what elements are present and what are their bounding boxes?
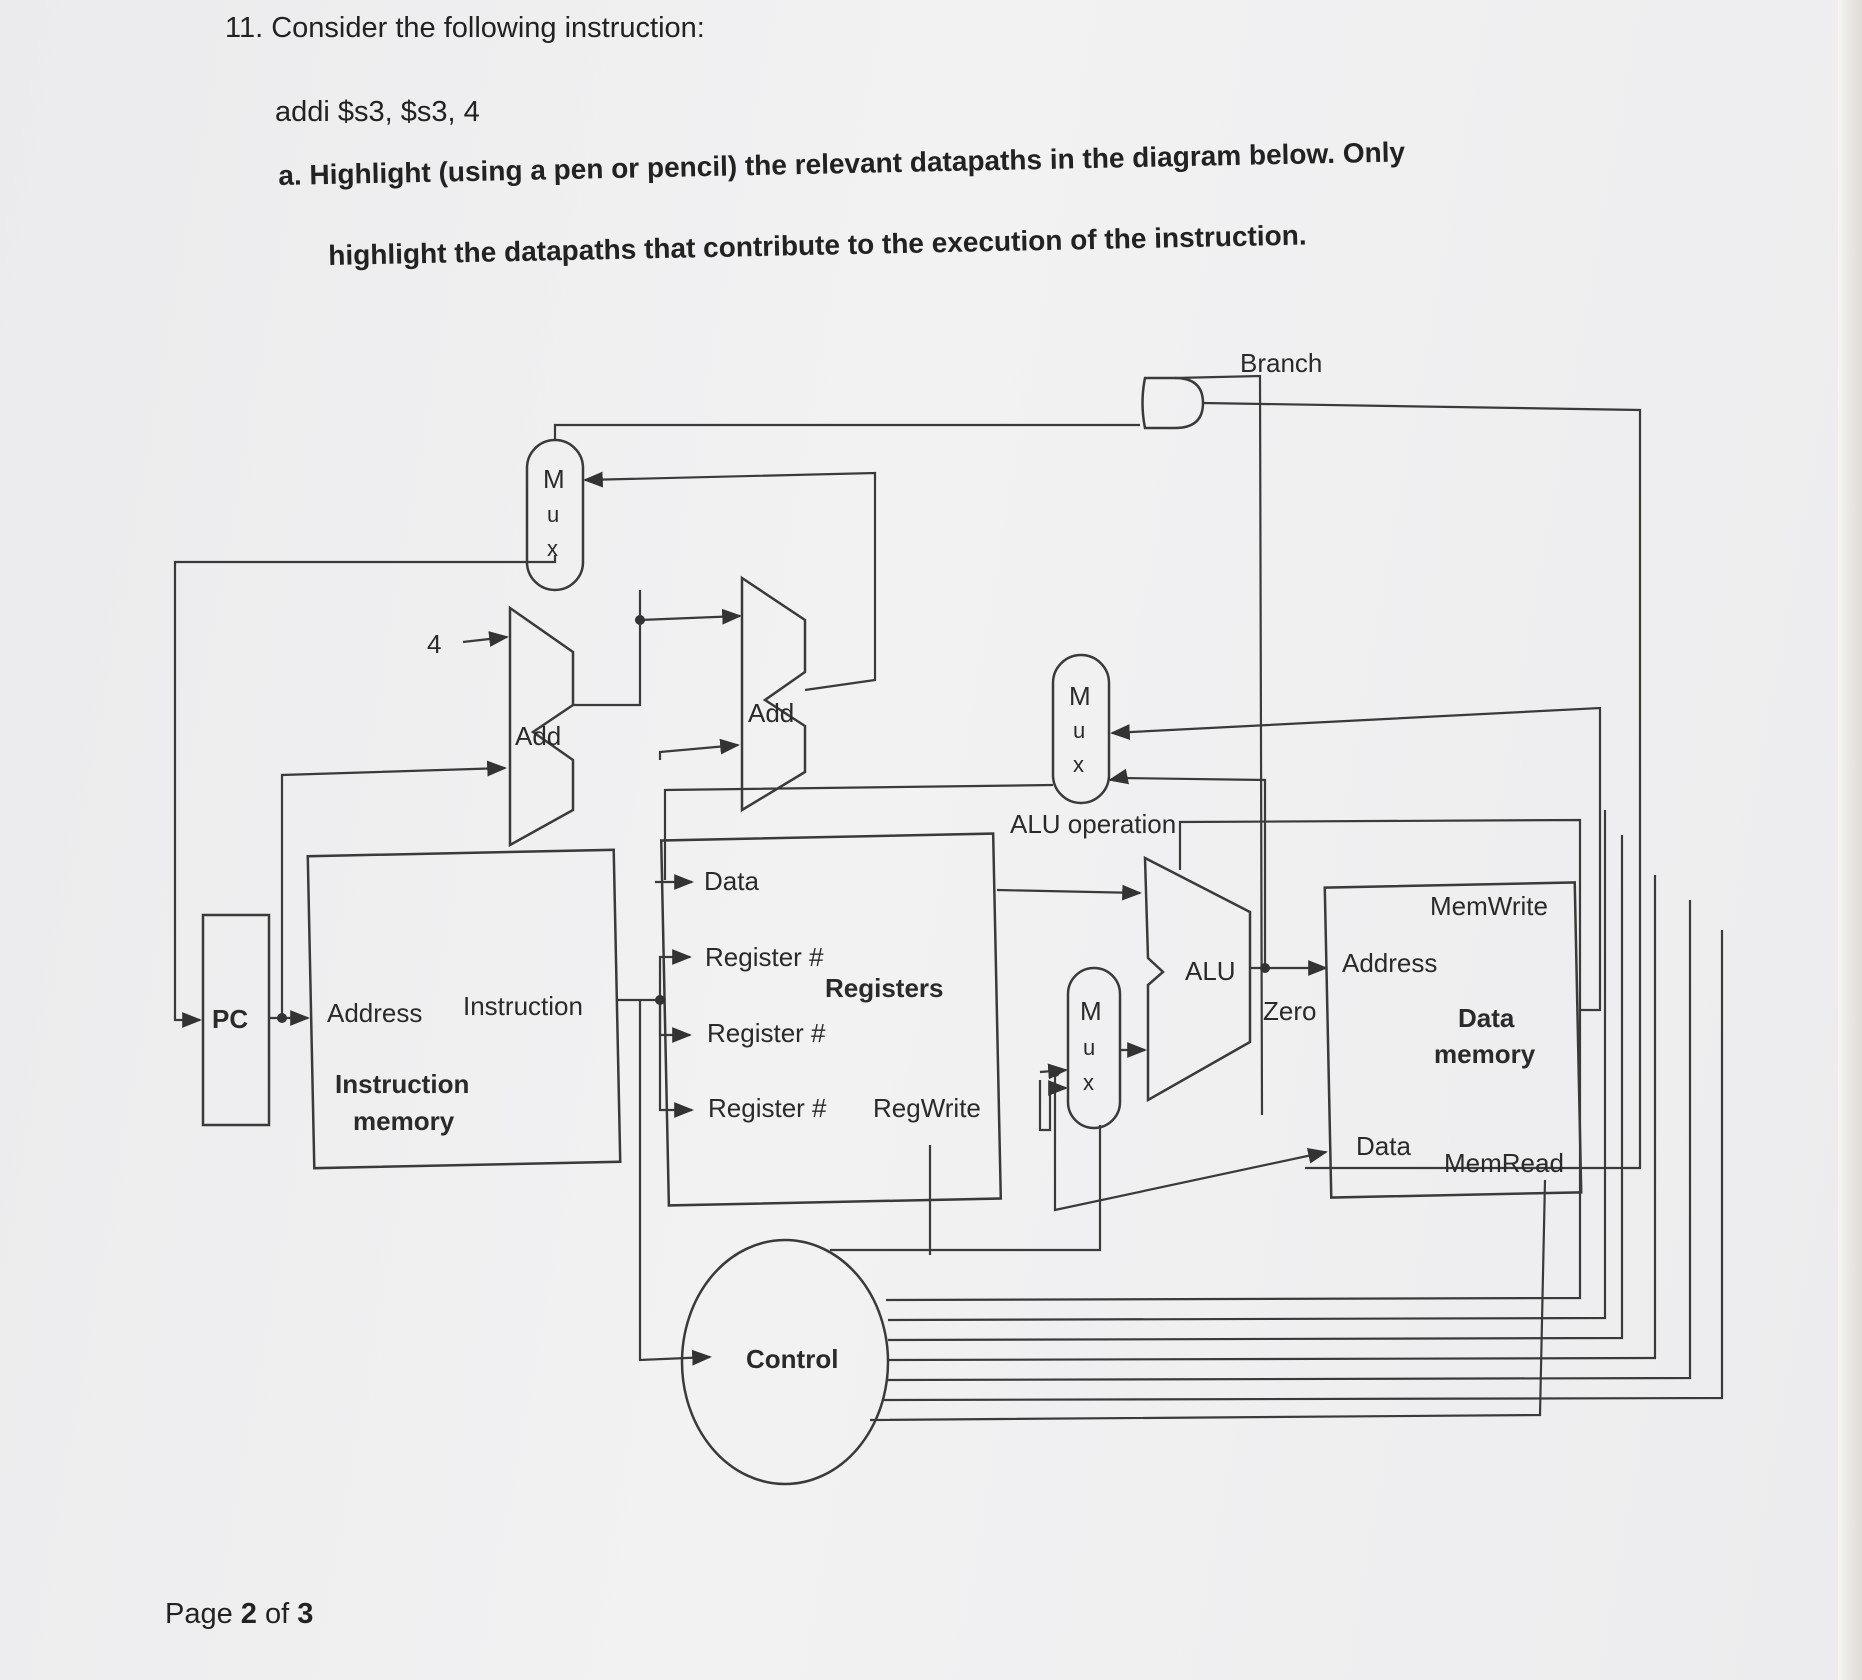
mux2-u: u [1073, 718, 1085, 743]
page-total: 3 [297, 1598, 314, 1630]
add-branch-label: Add [748, 698, 794, 728]
wire-ctrl-memwrite [887, 810, 1607, 1322]
page-prefix: Page [165, 1598, 241, 1630]
junction-dot [277, 1013, 287, 1023]
wire-reg-field3 [658, 1000, 694, 1118]
regwrite-label: RegWrite [873, 1093, 981, 1123]
alu-operation-label: ALU operation [1010, 809, 1176, 839]
instruction-memory-box [306, 848, 622, 1170]
wire-reg-to-dmem [1053, 1072, 1328, 1212]
mux3-m: M [1080, 996, 1102, 1026]
wire-reg-field1 [658, 949, 692, 1000]
memread-label: MemRead [1444, 1148, 1564, 1178]
wire-pc-to-add [280, 760, 507, 1018]
alu-unit [1143, 855, 1252, 1103]
imem-title-line1: Instruction [335, 1069, 469, 1099]
wire-data-loop [663, 783, 1054, 880]
imem-title-line2: memory [353, 1106, 455, 1136]
wire-dmem-to-mux [1110, 706, 1602, 1012]
branch-label: Branch [1240, 348, 1322, 378]
data-memory-box [1323, 881, 1583, 1199]
add-pc-label: Add [515, 721, 561, 751]
dmem-title-line1: Data [1458, 1003, 1515, 1033]
imem-address-label: Address [327, 998, 422, 1028]
wire-mux-select [553, 423, 1140, 440]
wire-reg-read1 [996, 884, 1142, 901]
imem-instruction-label: Instruction [463, 991, 583, 1021]
instruction-text: addi $s3, $s3, 4 [275, 96, 480, 128]
wire-mux-to-pc [173, 555, 557, 1028]
registers-title: Registers [825, 973, 944, 1003]
junction-dot [1260, 963, 1270, 973]
wire-zero-to-and [1174, 374, 1264, 1116]
reg-register3-label: Register # [708, 1093, 827, 1123]
alu-label: ALU [1185, 956, 1236, 986]
reg-register1-label: Register # [705, 942, 824, 972]
dmem-address-label: Address [1342, 948, 1437, 978]
mux1-x: x [547, 536, 558, 561]
pc-register-box [201, 913, 271, 1127]
wire-branch-and [1202, 401, 1642, 1170]
wire-branch-add-to-mux [583, 471, 877, 692]
mux2-x: x [1073, 752, 1084, 777]
alu-source-mux [1066, 966, 1122, 1130]
junction-dot [1050, 1067, 1060, 1077]
wire-ctrl-branch [885, 900, 1692, 1382]
mux3-x: x [1083, 1070, 1094, 1095]
page-current: 2 [240, 1598, 257, 1630]
wire-ctrl-memread [869, 1179, 1547, 1422]
dmem-title-line2: memory [1434, 1039, 1536, 1069]
wire-ctrl-regdst [881, 930, 1724, 1402]
zero-label: Zero [1263, 996, 1316, 1026]
wire-four [462, 631, 509, 647]
wire-imm-to-mux [1038, 1080, 1068, 1132]
wire-ctrl-alusrc [887, 875, 1657, 1362]
add-pc-adder [508, 605, 575, 848]
branch-and-gate [1141, 376, 1205, 430]
register-write-mux [1051, 653, 1111, 805]
registers-box [659, 832, 1003, 1207]
junction-dot [655, 995, 665, 1005]
question-title: 11. Consider the following instruction: [225, 12, 705, 44]
four-label: 4 [427, 629, 441, 659]
mux1-m: M [543, 464, 565, 494]
page-number: Page 2 of 3 [165, 1598, 313, 1631]
wire-opcode-to-control [638, 1000, 712, 1366]
page-of: of [256, 1598, 298, 1630]
wire-alu-to-mux [1108, 768, 1267, 968]
reg-register2-label: Register # [707, 1018, 826, 1048]
dmem-data-label: Data [1356, 1131, 1411, 1161]
add-branch-adder [740, 575, 807, 813]
wire-add-out [573, 590, 642, 707]
wire-ctrl-mux [830, 1125, 1102, 1252]
wire-ctrl-aluop [885, 818, 1582, 1302]
mux1-u: u [547, 502, 559, 527]
wire-add-to-branch-add [639, 608, 742, 625]
mux2-m: M [1069, 681, 1091, 711]
pc-label: PC [212, 1004, 248, 1034]
page-edge [1838, 0, 1862, 1680]
wire-imm-to-add [658, 738, 740, 760]
wire-ctrl-memtoreg [887, 835, 1624, 1342]
control-label: Control [746, 1344, 838, 1374]
control-unit [680, 1238, 890, 1486]
memwrite-label: MemWrite [1430, 891, 1548, 921]
reg-data-label: Data [704, 866, 759, 896]
mux3-u: u [1083, 1035, 1095, 1060]
junction-dot [635, 615, 645, 625]
